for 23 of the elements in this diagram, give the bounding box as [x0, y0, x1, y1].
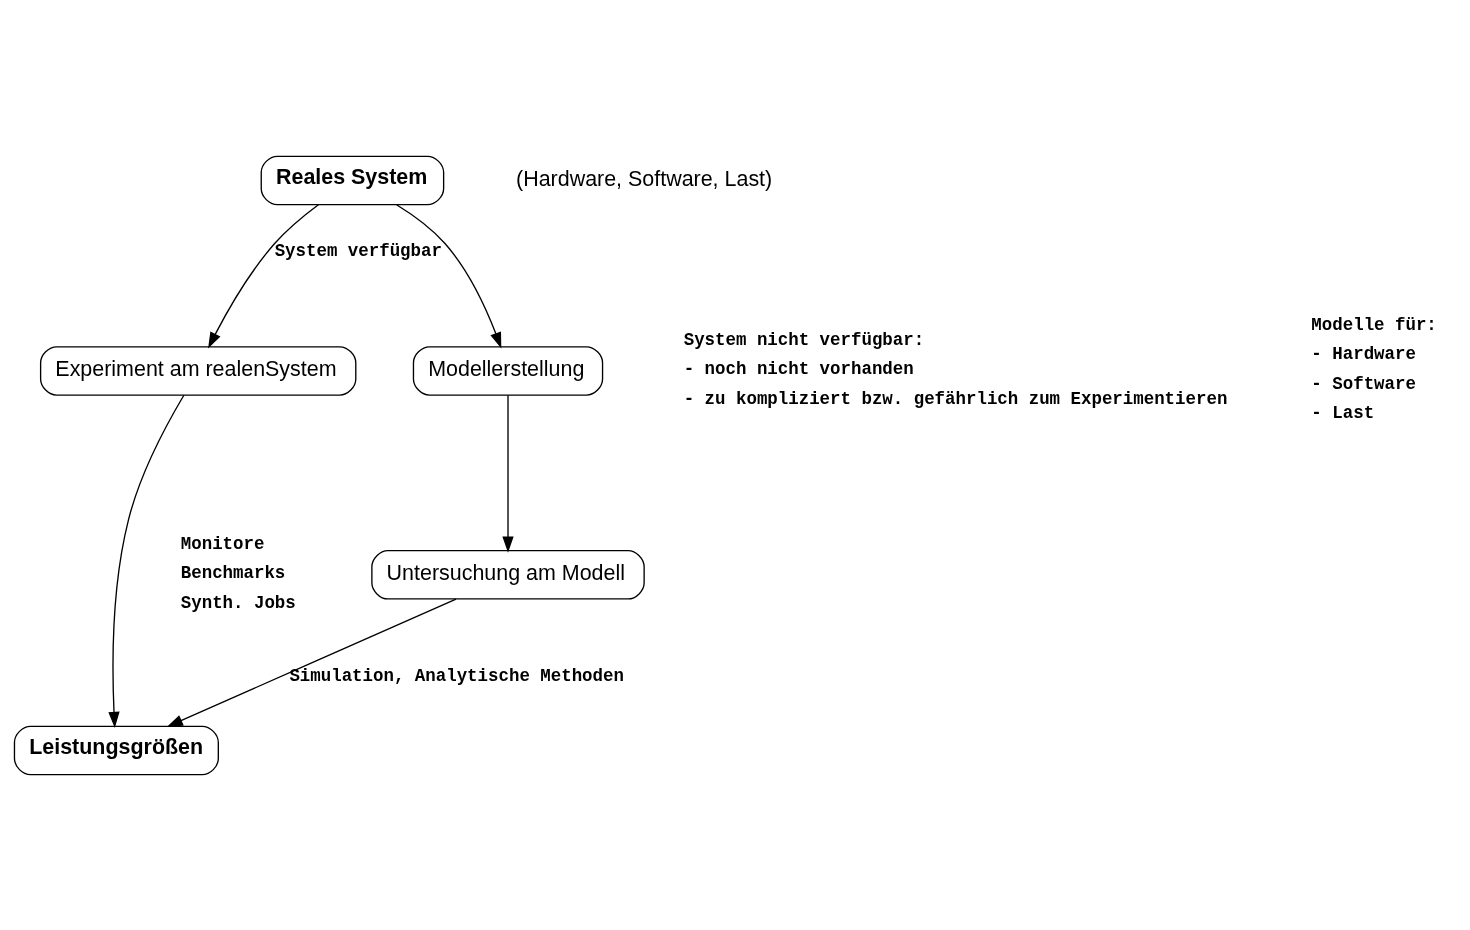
label: Synth. Jobs [180, 592, 296, 613]
edge-label: Simulation, Analytische Methoden [289, 665, 624, 686]
label: - zu kompliziert bzw. gefährlich zum Experimentieren [683, 388, 1228, 409]
node-box: Reales System [260, 155, 445, 205]
arrow [166, 597, 457, 727]
label: Modelle für: [1311, 314, 1437, 335]
node-label: (Hardware, Software, Last) [516, 166, 773, 191]
arrow [502, 394, 514, 553]
label: Monitore [180, 533, 265, 554]
label: - Software [1311, 373, 1416, 394]
node-box: Experiment am realenSystem [39, 345, 357, 396]
label: - Last [1311, 402, 1375, 423]
label: - noch nicht vorhanden [683, 358, 914, 379]
label: Benchmarks [180, 562, 286, 583]
node-box: Modellerstellung [412, 345, 604, 396]
arrow [108, 394, 185, 728]
edge-label: System verfügbar [274, 240, 442, 261]
arrow [395, 203, 502, 348]
label: System nicht verfügbar: [683, 329, 925, 350]
label: - Hardware [1311, 343, 1416, 364]
arrow [208, 203, 320, 348]
node-box: Leistungsgrößen [13, 725, 219, 775]
node-box: Untersuchung am Modell [371, 549, 645, 600]
